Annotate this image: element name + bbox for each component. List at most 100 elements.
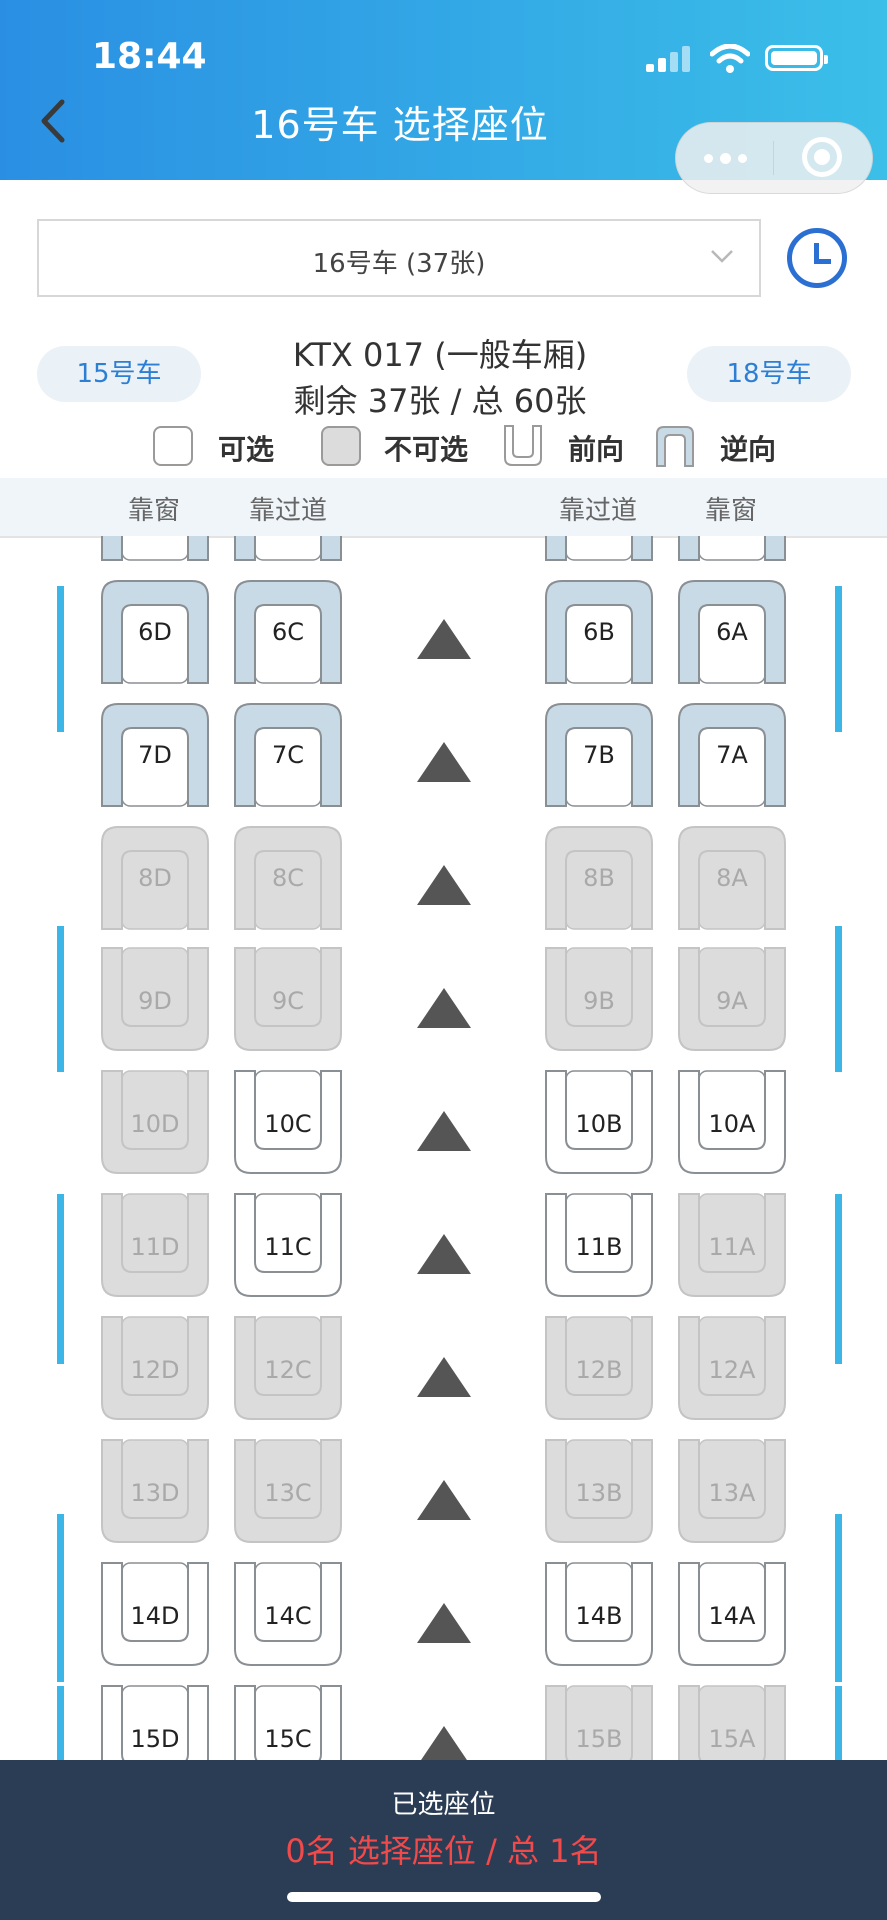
wifi-icon bbox=[710, 44, 750, 73]
seat-label: 9D bbox=[138, 987, 172, 1015]
legend-backward: 逆向 bbox=[720, 433, 777, 466]
seat-11D: 11D bbox=[98, 1192, 212, 1300]
seat-7D[interactable]: 7D bbox=[98, 700, 212, 808]
seat-6C[interactable]: 6C bbox=[231, 577, 345, 685]
seat-label: 12B bbox=[575, 1356, 623, 1384]
direction-arrow-icon bbox=[417, 865, 471, 905]
mini-program-capsule bbox=[675, 122, 873, 194]
seat-label: 11C bbox=[264, 1233, 312, 1261]
close-mini-program-icon[interactable] bbox=[802, 137, 842, 177]
seat-map: 6D 6C 6B 6A 7D 7C 7B 7A 8D 8C 8B 8A 9D 9C 9B 9A 10D 10C 10… bbox=[0, 536, 887, 1760]
window-stripe bbox=[835, 926, 842, 1072]
seat-10C[interactable]: 10C bbox=[231, 1069, 345, 1177]
next-car-button[interactable]: 18号车 bbox=[687, 346, 851, 402]
seat-9C: 9C bbox=[231, 946, 345, 1054]
seat-11A: 11A bbox=[675, 1192, 789, 1300]
seat-13B: 13B bbox=[542, 1438, 656, 1546]
seat-label: 7C bbox=[271, 741, 305, 769]
direction-arrow-icon bbox=[417, 1480, 471, 1520]
seat-label: 13C bbox=[264, 1479, 312, 1507]
window-stripe bbox=[57, 1194, 64, 1364]
seat-label: 13B bbox=[575, 1479, 623, 1507]
backward-seat-icon bbox=[656, 426, 694, 467]
seat-label: 10D bbox=[130, 1110, 180, 1138]
car-select-dropdown[interactable]: 16号车 (37张) bbox=[37, 219, 761, 297]
seat-label: 8A bbox=[716, 864, 748, 892]
seat-7B[interactable]: 7B bbox=[542, 700, 656, 808]
seat-label: 7B bbox=[583, 741, 615, 769]
seat-7A[interactable]: 7A bbox=[675, 700, 789, 808]
seat-8B: 8B bbox=[542, 823, 656, 931]
seat[interactable] bbox=[542, 536, 656, 562]
seat-label: 11B bbox=[575, 1233, 623, 1261]
prev-car-button[interactable]: 15号车 bbox=[37, 346, 201, 402]
seat-label: 14D bbox=[130, 1602, 180, 1630]
seat-6A[interactable]: 6A bbox=[675, 577, 789, 685]
seat-6D[interactable]: 6D bbox=[98, 577, 212, 685]
status-time: 18:44 bbox=[92, 36, 207, 77]
direction-arrow-icon bbox=[417, 1603, 471, 1643]
seat[interactable] bbox=[98, 536, 212, 562]
selected-seat-count: 0名 选择座位 / 总 1名 bbox=[285, 1832, 602, 1870]
battery-icon bbox=[765, 45, 828, 71]
seat-12A: 12A bbox=[675, 1315, 789, 1423]
seat-15B: 15B bbox=[542, 1684, 656, 1760]
direction-arrow-icon bbox=[417, 742, 471, 782]
seat-label: 9A bbox=[716, 987, 748, 1015]
window-stripe bbox=[835, 586, 842, 732]
seat-14B[interactable]: 14B bbox=[542, 1561, 656, 1669]
seat-14D[interactable]: 14D bbox=[98, 1561, 212, 1669]
legend-available: 可选 bbox=[218, 433, 275, 466]
seat-8C: 8C bbox=[231, 823, 345, 931]
seat-label: 15D bbox=[130, 1725, 180, 1753]
seat-7C[interactable]: 7C bbox=[231, 700, 345, 808]
seat-14A[interactable]: 14A bbox=[675, 1561, 789, 1669]
seat-label: 15C bbox=[264, 1725, 312, 1753]
seat-12B: 12B bbox=[542, 1315, 656, 1423]
seat-14C[interactable]: 14C bbox=[231, 1561, 345, 1669]
seat-label: 14C bbox=[264, 1602, 312, 1630]
direction-arrow-icon bbox=[417, 988, 471, 1028]
window-stripe bbox=[835, 1514, 842, 1682]
window-stripe bbox=[57, 586, 64, 732]
seat-9B: 9B bbox=[542, 946, 656, 1054]
seat-13C: 13C bbox=[231, 1438, 345, 1546]
seat-label: 10C bbox=[264, 1110, 312, 1138]
window-stripe bbox=[835, 1686, 842, 1760]
legend-unavailable: 不可选 bbox=[384, 433, 469, 466]
seat-label: 14B bbox=[575, 1602, 623, 1630]
seat[interactable] bbox=[231, 536, 345, 562]
seat-13A: 13A bbox=[675, 1438, 789, 1546]
back-button[interactable] bbox=[34, 96, 74, 146]
seat-15D[interactable]: 15D bbox=[98, 1684, 212, 1760]
col-aisle-left: 靠过道 bbox=[249, 496, 328, 526]
forward-seat-icon bbox=[504, 425, 542, 466]
seat-6B[interactable]: 6B bbox=[542, 577, 656, 685]
seat-label: 8D bbox=[138, 864, 172, 892]
seat-13D: 13D bbox=[98, 1438, 212, 1546]
seat-10A[interactable]: 10A bbox=[675, 1069, 789, 1177]
seat-10B[interactable]: 10B bbox=[542, 1069, 656, 1177]
seat-11B[interactable]: 11B bbox=[542, 1192, 656, 1300]
more-icon[interactable] bbox=[700, 143, 750, 173]
seat-label: 6D bbox=[138, 618, 172, 646]
selected-seat-label: 已选座位 bbox=[391, 1790, 496, 1820]
seat-12D: 12D bbox=[98, 1315, 212, 1423]
seat[interactable] bbox=[675, 536, 789, 562]
seat-label: 13D bbox=[130, 1479, 180, 1507]
direction-arrow-icon bbox=[417, 1357, 471, 1397]
clock-icon[interactable] bbox=[787, 228, 847, 288]
seat-label: 6B bbox=[583, 618, 615, 646]
seat-11C[interactable]: 11C bbox=[231, 1192, 345, 1300]
seat-legend: 可选 不可选 前向 逆向 bbox=[0, 424, 887, 468]
selection-summary-bar[interactable]: 已选座位 0名 选择座位 / 总 1名 bbox=[0, 1760, 887, 1920]
col-window-left: 靠窗 bbox=[128, 496, 181, 526]
seat-remaining: 剩余 37张 / 总 60张 bbox=[293, 382, 587, 420]
seat-label: 12A bbox=[708, 1356, 756, 1384]
seat-label: 12C bbox=[264, 1356, 312, 1384]
seat-column-header: 靠窗 靠过道 靠过道 靠窗 bbox=[0, 478, 887, 536]
seat-15C[interactable]: 15C bbox=[231, 1684, 345, 1760]
direction-arrow-icon bbox=[417, 1111, 471, 1151]
seat-label: 8B bbox=[583, 864, 615, 892]
seat-label: 8C bbox=[271, 864, 305, 892]
